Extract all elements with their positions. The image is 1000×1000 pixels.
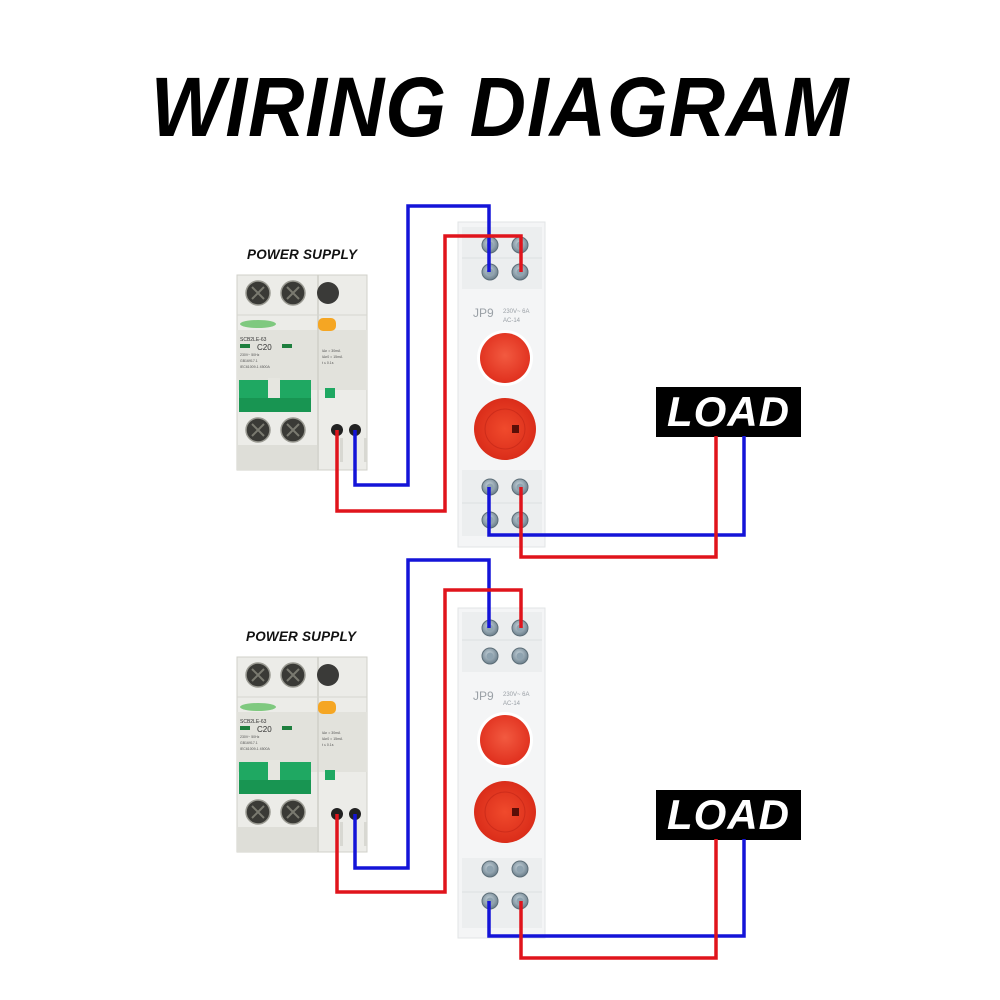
live-wire-supply-1: [335, 234, 523, 513]
live-wire-supply-2: [335, 588, 523, 894]
breaker-model-2: SCB2LE-63: [240, 719, 267, 725]
power-supply-label-2: POWER SUPPLY: [246, 629, 357, 644]
indicator-rating-2: 230V~ 6A: [503, 692, 530, 698]
load-label-1: LOAD: [656, 387, 801, 437]
indicator-lamp-1: [474, 398, 536, 460]
circuit-2: SCB2LE-63 C20 230V~ 50Hz GB16917.1 IEC61…: [236, 607, 546, 939]
test-button-1: [318, 318, 336, 331]
live-wire-load-1: [519, 436, 718, 559]
svg-text:GB16917.1: GB16917.1: [240, 359, 258, 363]
neutral-wire-load-1: [487, 436, 746, 537]
push-button-2: [480, 715, 530, 765]
diagram-title: WIRING DIAGRAM: [150, 60, 850, 154]
indicator-rating-1: 230V~ 6A: [503, 309, 530, 315]
svg-text:GB16917.1: GB16917.1: [240, 741, 258, 745]
breaker-model-1: SCB2LE-63: [240, 337, 267, 343]
svg-text:IEC61009-1 4500A: IEC61009-1 4500A: [240, 365, 270, 369]
svg-text:IEC61009-1 4500A: IEC61009-1 4500A: [240, 747, 270, 751]
rcd-spec-1: IΔn = 30mA: [322, 731, 341, 735]
breaker-2: SCB2LE-63 C20 230V~ 50Hz GB16917.1 IEC61…: [236, 656, 368, 853]
live-wire-load-2: [519, 839, 718, 960]
rcd-spec-2: IΔn0 = 15mA: [322, 355, 343, 359]
test-button-2: [318, 701, 336, 714]
breaker-1: SCB2LE-63 C20 230V~ 50Hz GB16917.1 IEC61…: [236, 274, 368, 471]
rcd-spec-2: IΔn0 = 15mA: [322, 737, 343, 741]
indicator-module-2: JP9 230V~ 6A AC-14: [457, 607, 546, 939]
indicator-module-1: JP9 230V~ 6A AC-14: [457, 221, 546, 548]
load-label-2: LOAD: [656, 790, 801, 840]
indicator-category-1: AC-14: [503, 318, 521, 324]
svg-text:230V~ 50Hz: 230V~ 50Hz: [240, 735, 260, 739]
breaker-rating-2: C20: [257, 725, 272, 734]
breaker-rating-1: C20: [257, 343, 272, 352]
svg-text:230V~ 50Hz: 230V~ 50Hz: [240, 353, 260, 357]
indicator-category-2: AC-14: [503, 701, 521, 707]
neutral-wire-supply-1: [353, 204, 491, 487]
indicator-lamp-2: [474, 781, 536, 843]
neutral-wire-load-2: [487, 839, 746, 938]
power-supply-label-1: POWER SUPPLY: [247, 247, 358, 262]
rcd-spec-3: t ≤ 0.1s: [322, 361, 334, 365]
indicator-model-2: JP9: [473, 689, 494, 703]
indicator-model-1: JP9: [473, 306, 494, 320]
circuit-1: SCB2LE-63 C20 230V~ 50Hz GB16917.1 IEC61…: [236, 221, 546, 548]
rcd-spec-3: t ≤ 0.1s: [322, 743, 334, 747]
neutral-wire-supply-2: [353, 558, 491, 870]
rcd-spec-1: IΔn = 30mA: [322, 349, 341, 353]
push-button-1: [480, 333, 530, 383]
